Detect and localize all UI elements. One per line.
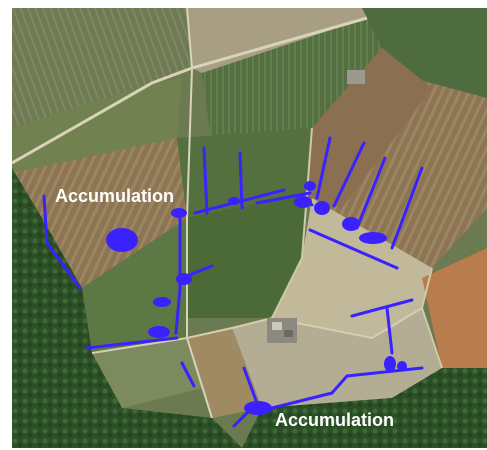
flow-lines bbox=[42, 136, 424, 428]
aerial-map: Accumulation Accumulation bbox=[12, 8, 487, 448]
accumulation-label-bottom-right: Accumulation bbox=[275, 410, 394, 430]
accumulation-label-top-left: Accumulation bbox=[55, 186, 174, 206]
aerial-background bbox=[12, 8, 487, 448]
accumulation-areas bbox=[106, 181, 407, 415]
